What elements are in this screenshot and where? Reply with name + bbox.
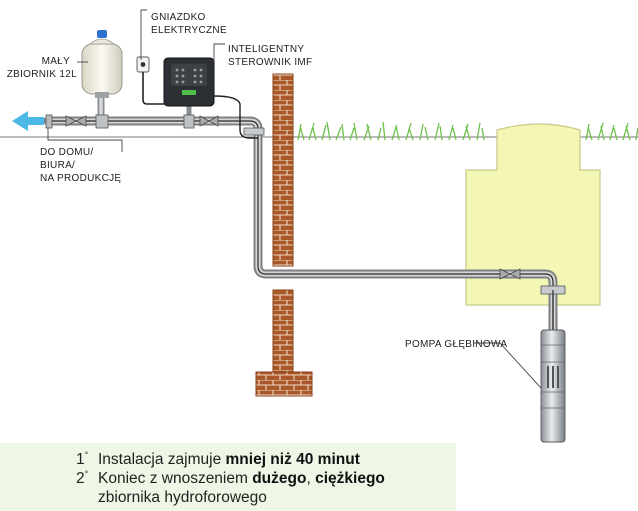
socket-icon bbox=[136, 56, 172, 105]
benefit-item-2: 2°Koniec z wnoszeniem dużego, ciężkiego bbox=[76, 469, 385, 487]
leader-lines bbox=[47, 9, 542, 389]
label-controller: INTELIGENTNY STEROWNIK IMF bbox=[228, 44, 312, 68]
benefits-panel: 1°Instalacja zajmuje mniej niż 40 minut … bbox=[0, 443, 456, 511]
benefit-text: zbiornika hydroforowego bbox=[98, 489, 267, 506]
svg-text:POMPA GŁĘBINOWA: POMPA GŁĘBINOWA bbox=[405, 339, 507, 350]
label-small-tank: MAŁY ZBIORNIK 12L bbox=[7, 56, 77, 80]
benefit-number: 1 bbox=[76, 451, 85, 468]
pressure-tank-icon bbox=[81, 30, 123, 98]
benefit-text: Koniec z wnoszeniem bbox=[98, 470, 253, 487]
svg-text:GNIAZDKO: GNIAZDKO bbox=[151, 12, 206, 23]
benefit-number: 2 bbox=[76, 470, 85, 487]
svg-text:ZBIORNIK 12L: ZBIORNIK 12L bbox=[7, 69, 77, 80]
svg-text:ELEKTRYCZNE: ELEKTRYCZNE bbox=[151, 25, 227, 36]
benefit-bold: dużego bbox=[252, 470, 307, 487]
water-tank bbox=[465, 123, 601, 306]
submersible-pump-icon bbox=[540, 290, 566, 443]
benefit-bold-2: ciężkiego bbox=[315, 470, 385, 487]
benefit-item-2-continued: zbiornika hydroforowego bbox=[98, 489, 267, 507]
benefit-bold: mniej niż 40 minut bbox=[225, 451, 360, 468]
svg-text:INTELIGENTNY: INTELIGENTNY bbox=[228, 44, 304, 55]
svg-text:NA PRODUKCJĘ: NA PRODUKCJĘ bbox=[40, 173, 121, 184]
svg-text:BIURA/: BIURA/ bbox=[40, 160, 75, 171]
label-house: DO DOMU/ BIURA/ NA PRODUKCJĘ bbox=[40, 147, 121, 184]
svg-text:DO DOMU/: DO DOMU/ bbox=[40, 147, 94, 158]
benefit-text: Instalacja zajmuje bbox=[98, 451, 226, 468]
benefit-item-1: 1°Instalacja zajmuje mniej niż 40 minut bbox=[76, 450, 360, 468]
svg-text:MAŁY: MAŁY bbox=[42, 56, 70, 67]
label-socket: GNIAZDKO ELEKTRYCZNE bbox=[151, 12, 227, 36]
arrow-left-icon bbox=[12, 111, 44, 131]
controller-icon bbox=[163, 57, 258, 139]
svg-text:STEROWNIK IMF: STEROWNIK IMF bbox=[228, 57, 312, 68]
brick-wall bbox=[255, 73, 313, 397]
benefit-separator: , bbox=[306, 470, 316, 487]
label-pump: POMPA GŁĘBINOWA bbox=[405, 339, 507, 350]
